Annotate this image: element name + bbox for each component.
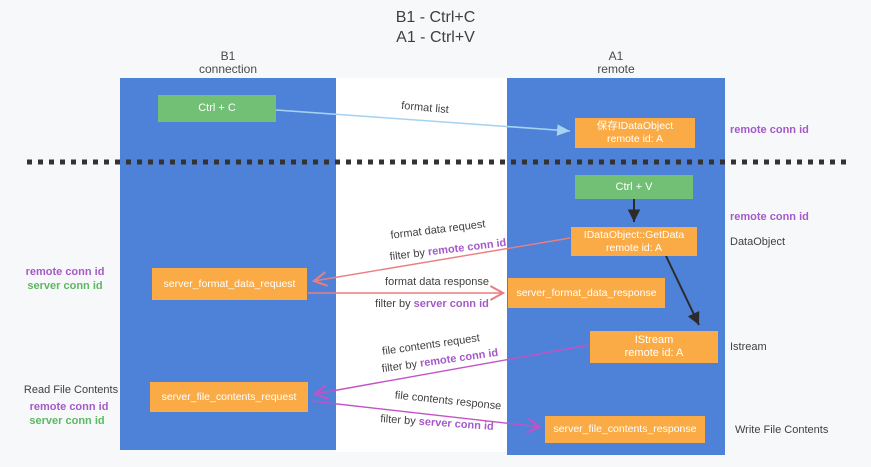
lane-b1-title: B1	[220, 49, 236, 63]
node-istream-line1: IStream	[634, 334, 674, 346]
label-format-data-response: format data response	[385, 276, 489, 288]
server-conn-id-text: server conn id	[413, 298, 489, 310]
arrow-file-contents-request	[312, 344, 590, 400]
label-istream: Istream	[730, 341, 767, 353]
node-ctrl-c-label: Ctrl + C	[198, 102, 236, 114]
lane-header-b1: B1 connection	[128, 50, 328, 76]
node-store-idataobject: 保存IDataObject remote id: A	[575, 118, 695, 148]
label-write-file-contents: Write File Contents	[735, 424, 829, 436]
node-store-idataobject-line1: 保存IDataObject	[596, 120, 674, 132]
node-ctrl-v-label: Ctrl + V	[615, 180, 653, 193]
node-istream-line2: remote id: A	[624, 347, 684, 359]
label-server-conn-id-left-bottom: server conn id	[29, 415, 105, 427]
node-store-idataobject-line2: remote id: A	[606, 133, 664, 145]
lane-a1-title: A1	[608, 49, 624, 63]
arrow-file-contents-response	[310, 400, 543, 434]
label-filter-by-server-1: filter by server conn id	[375, 298, 489, 310]
node-idataobject-getdata-line1: IDataObject::GetData	[583, 228, 685, 241]
node-server-file-contents-request-label: server_file_contents_request	[161, 390, 297, 403]
node-server-file-contents-response-label: server_file_contents_response	[553, 423, 697, 435]
diagram-title: B1 - Ctrl+C A1 - Ctrl+V	[0, 8, 871, 48]
node-server-file-contents-response: server_file_contents_response	[545, 416, 705, 443]
label-remote-conn-id-left-bottom: remote conn id	[29, 401, 109, 413]
title-line-2: A1 - Ctrl+V	[396, 29, 475, 46]
arrow-getdata-to-istream	[665, 255, 700, 326]
middle-band	[336, 78, 507, 452]
label-read-file-contents: Read File Contents	[23, 384, 119, 396]
node-server-format-data-response: server_format_data_response	[508, 278, 665, 308]
node-server-file-contents-request: server_file_contents_request	[150, 382, 308, 412]
label-remote-conn-id-right-top: remote conn id	[730, 124, 809, 136]
node-server-format-data-request: server_format_data_request	[152, 268, 307, 300]
filter-by-text: filter by	[375, 298, 414, 310]
node-idataobject-getdata: IDataObject::GetData remote id: A	[571, 227, 697, 256]
lane-header-a1: A1 remote	[516, 50, 716, 76]
label-dataobject: DataObject	[730, 236, 786, 248]
node-server-format-data-request-label: server_format_data_request	[163, 277, 296, 290]
label-server-conn-id-left-top: server conn id	[27, 280, 103, 292]
lane-a1-subtitle: remote	[597, 62, 635, 76]
label-remote-conn-id-left-top: remote conn id	[25, 266, 105, 278]
label-remote-conn-id-right-mid: remote conn id	[730, 211, 809, 223]
node-ctrl-c: Ctrl + C	[158, 95, 276, 122]
arrow-format-data-request	[311, 237, 571, 287]
node-ctrl-v: Ctrl + V	[575, 175, 693, 199]
arrow-format-list	[275, 109, 571, 136]
node-istream: IStream remote id: A	[590, 331, 718, 363]
title-line-1: B1 - Ctrl+C	[395, 9, 476, 26]
node-idataobject-getdata-line2: remote id: A	[605, 241, 663, 254]
node-server-format-data-response-label: server_format_data_response	[516, 286, 657, 299]
lane-b1-subtitle: connection	[198, 62, 258, 76]
